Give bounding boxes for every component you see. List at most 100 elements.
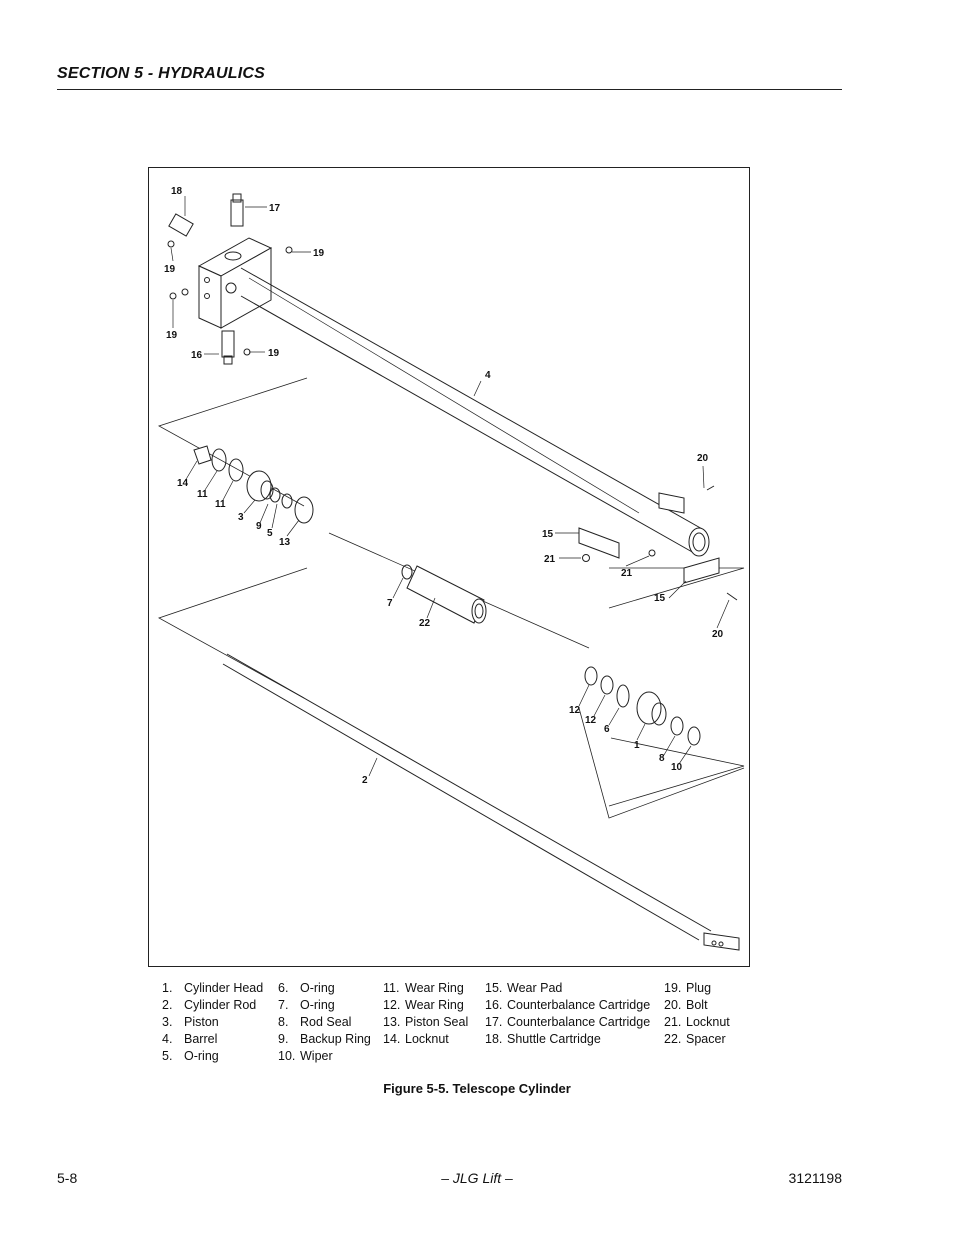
- document-number: 3121198: [788, 1170, 842, 1186]
- legend-number: 1.: [162, 981, 173, 995]
- callout-18: 18: [171, 186, 183, 197]
- callout-labels: 18 17 19 19 19 16 19 4 20 15 21 21 15 20…: [164, 186, 724, 786]
- legend-number: 9.: [278, 1032, 289, 1046]
- legend-column: 19. Plug 20.Bolt 21. Locknut 22.Spacer: [664, 980, 730, 1048]
- spacer-assembly: [401, 564, 487, 624]
- legend-label: Backup Ring: [300, 1032, 371, 1046]
- legend-label: Spacer: [686, 1032, 726, 1046]
- legend-number: 6.: [278, 981, 289, 995]
- legend-label: Cylinder Head: [184, 981, 264, 995]
- legend-number: 16.: [485, 998, 503, 1012]
- legend-label: Piston: [184, 1015, 219, 1029]
- callout-6: 6: [604, 724, 610, 735]
- legend-item: 3. Piston: [162, 1014, 263, 1031]
- barrel-part: [240, 267, 710, 557]
- legend-item: 15. Wear Pad: [485, 980, 650, 997]
- legend-number: 20.: [664, 998, 682, 1012]
- legend-label: Wear Pad: [507, 981, 563, 995]
- callout-21: 21: [621, 568, 633, 579]
- callout-21: 21: [544, 554, 556, 565]
- callout-19: 19: [313, 248, 325, 259]
- legend-number: 13.: [383, 1015, 401, 1029]
- legend-number: 17.: [485, 1015, 503, 1029]
- legend-number: 8.: [278, 1015, 289, 1029]
- legend-label: Plug: [686, 981, 712, 995]
- legend-item: 6.O-ring: [278, 980, 371, 997]
- cartridges: [168, 193, 244, 365]
- legend-item: 11.Wear Ring: [383, 980, 468, 997]
- callout-13: 13: [279, 537, 291, 548]
- header-rule: [57, 89, 842, 90]
- legend-number: 5.: [162, 1049, 173, 1063]
- legend-item: 10. Wiper: [278, 1048, 371, 1065]
- exploded-view-drawing: 18 17 19 19 19 16 19 4 20 15 21 21 15 20…: [157, 186, 745, 951]
- legend-item: 7. O-ring: [278, 997, 371, 1014]
- legend-label: Wiper: [300, 1049, 333, 1063]
- callout-11: 11: [197, 489, 208, 500]
- legend-item: 9. Backup Ring: [278, 1031, 371, 1048]
- legend-item: 13. Piston Seal: [383, 1014, 468, 1031]
- legend-number: 11.: [383, 981, 400, 995]
- callout-19: 19: [268, 348, 280, 359]
- legend-label: Locknut: [686, 1015, 730, 1029]
- legend-label: Counterbalance Cartridge: [507, 998, 651, 1012]
- callout-1: 1: [634, 740, 640, 751]
- legend-item: 2.Cylinder Rod: [162, 997, 263, 1014]
- legend-item: 14. Locknut: [383, 1031, 468, 1048]
- legend-column: 1.Cylinder Head 2.Cylinder Rod 3.Piston …: [162, 980, 263, 1065]
- callout-15: 15: [654, 593, 666, 604]
- piston-assembly: [193, 445, 314, 524]
- callout-5: 5: [267, 528, 273, 539]
- legend-label: Wear Ring: [405, 998, 464, 1012]
- figure-frame: 18 17 19 19 19 16 19 4 20 15 21 21 15 20…: [148, 167, 750, 967]
- legend-label: O-ring: [184, 1049, 219, 1063]
- legend-number: 15.: [485, 981, 503, 995]
- callout-9: 9: [256, 521, 262, 532]
- legend-number: 19.: [664, 981, 682, 995]
- callout-20: 20: [712, 629, 724, 640]
- legend-number: 21.: [664, 1015, 682, 1029]
- callout-8: 8: [659, 753, 665, 764]
- legend-item: 20.Bolt: [664, 997, 730, 1014]
- legend-item: 19. Plug: [664, 980, 730, 997]
- legend-item: 18. Shuttle Cartridge: [485, 1031, 650, 1048]
- callout-12: 12: [585, 715, 597, 726]
- publisher-footer: – JLG Lift –: [441, 1170, 513, 1186]
- legend-label: O-ring: [300, 998, 335, 1012]
- legend-number: 4.: [162, 1032, 173, 1046]
- legend-number: 7.: [278, 998, 289, 1012]
- callout-7: 7: [387, 598, 393, 609]
- callout-16: 16: [191, 350, 203, 361]
- callout-3: 3: [238, 512, 244, 523]
- callout-10: 10: [671, 762, 683, 773]
- legend-column: 11.Wear Ring 12. Wear Ring 13. Piston Seal…: [383, 980, 468, 1048]
- legend-number: 12.: [383, 998, 401, 1012]
- legend-item: 4. Barrel: [162, 1031, 263, 1048]
- legend-label: Piston Seal: [405, 1015, 469, 1029]
- legend-item: 1. Cylinder Head: [162, 980, 263, 997]
- legend-item: 22.Spacer: [664, 1031, 730, 1048]
- legend-number: 2.: [162, 998, 173, 1012]
- legend-column: 6.O-ring 7. O-ring 8. Rod Seal 9. Backup Ri…: [278, 980, 371, 1065]
- legend-number: 3.: [162, 1015, 173, 1029]
- callout-11: 11: [215, 499, 226, 510]
- legend-label: Shuttle Cartridge: [507, 1032, 601, 1046]
- legend-label: Locknut: [405, 1032, 449, 1046]
- callout-17: 17: [269, 203, 281, 214]
- legend-item: 17. Counterbalance Cartridge: [485, 1014, 650, 1031]
- legend-item: 8. Rod Seal: [278, 1014, 371, 1031]
- legend-number: 10.: [278, 1049, 296, 1063]
- callout-19: 19: [166, 330, 178, 341]
- legend-number: 14.: [383, 1032, 401, 1046]
- legend-label: Rod Seal: [300, 1015, 352, 1029]
- cylinder-head-block: [197, 237, 273, 329]
- callout-4: 4: [485, 370, 491, 381]
- cylinder-rod-part: [222, 653, 740, 951]
- legend-label: Counterbalance Cartridge: [507, 1015, 651, 1029]
- legend-label: Barrel: [184, 1032, 218, 1046]
- legend-number: 18.: [485, 1032, 503, 1046]
- callout-12: 12: [569, 705, 581, 716]
- callout-19: 19: [164, 264, 176, 275]
- callout-15: 15: [542, 529, 554, 540]
- page-number: 5-8: [57, 1170, 78, 1186]
